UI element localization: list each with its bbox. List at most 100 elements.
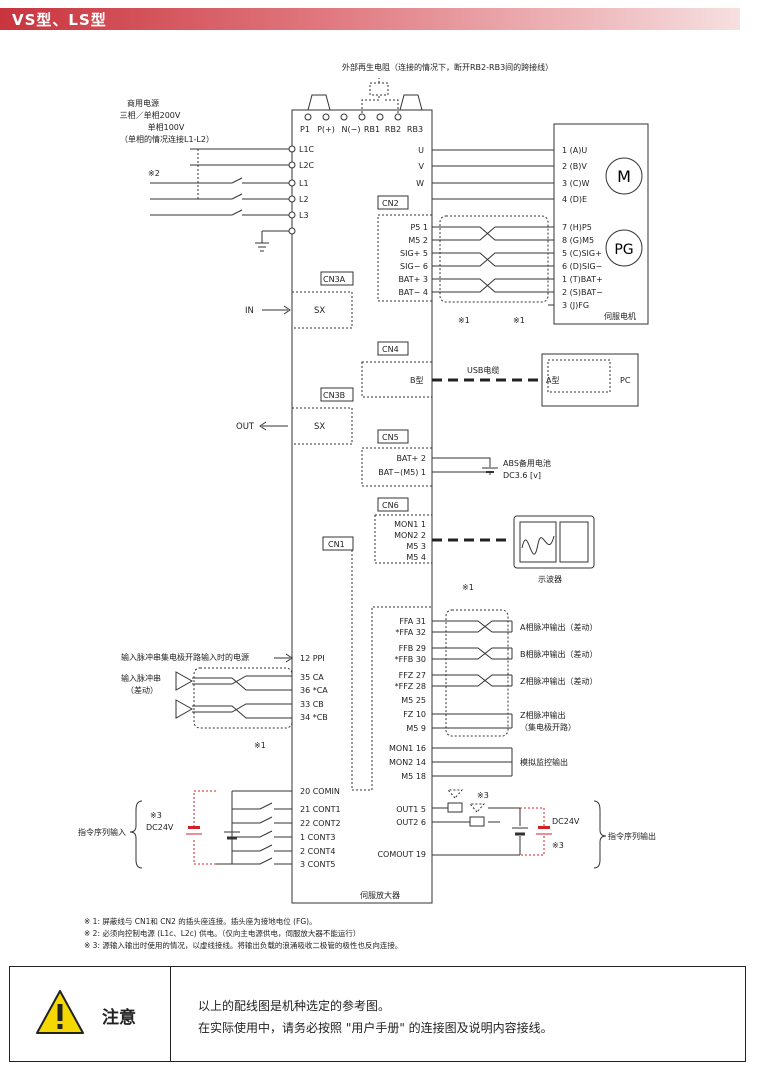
power-source-line: 单相100V: [148, 122, 185, 132]
in-label: IN: [245, 306, 254, 316]
cn5-pin: BAT+ 2: [396, 454, 426, 463]
cn3a-box: [320, 271, 354, 286]
power-terminal: L2: [299, 195, 309, 204]
oscilloscope-icon: [513, 515, 595, 569]
pg-symbol: [605, 229, 643, 267]
wiring-diagram: 伺服放大器 外部再生电阻（连接的情况下，断开RB2-RB3间的跨接线） P1 P…: [78, 62, 656, 904]
cn1-out-pin: OUT1 5: [396, 805, 426, 814]
cn6-pin: M5 3: [406, 542, 426, 551]
cn1-in-pin: 22 CONT2: [300, 819, 341, 828]
cn3a-label: CN3A: [323, 275, 346, 284]
cmd-output-brace: [593, 800, 607, 869]
cn2-pin: M5 2: [408, 236, 428, 245]
cn3b-box: [320, 387, 354, 402]
cmd-input-brace: [129, 800, 143, 869]
ppi-arrow: [274, 653, 293, 663]
note1-mark: ※1: [254, 741, 266, 750]
cn1-out-pin: M5 25: [401, 696, 426, 705]
output-dc-source-alt: [520, 807, 545, 856]
regen-resistor-symbol: [369, 82, 389, 96]
pulse-b-output-label: B相脉冲输出（差动）: [520, 649, 598, 659]
battery-label: ABS备用电池: [503, 458, 551, 468]
output-load-1: [447, 802, 463, 813]
in-arrow: [262, 305, 291, 315]
top-connector-shapes: [307, 94, 423, 111]
note1-mark: ※1: [458, 316, 470, 325]
cn1-out-pin: FFA 31: [399, 617, 426, 626]
out-label: OUT: [236, 422, 255, 432]
cn1-out-pin: M5 9: [406, 724, 426, 733]
pg-label: PG: [614, 242, 633, 258]
caution-left-panel: 注意: [10, 967, 171, 1061]
cn1-label: CN1: [328, 540, 345, 549]
pg-pin: 5 (C)SIG+: [562, 249, 602, 258]
footnote: ※ 3: 源输入输出时使用的情况，以虚线接线。将输出负载的浪涌吸收二极管的极性也…: [84, 941, 403, 950]
note2-mark: ※2: [148, 169, 160, 178]
cn5-box: [377, 429, 409, 444]
battery-wiring: [432, 457, 491, 475]
encoder-lines: [432, 226, 554, 306]
cn2-dashed-region: [377, 214, 433, 302]
cn2-pin: BAT+ 3: [398, 275, 428, 284]
power-source-line: 三相／单相200V: [120, 110, 181, 120]
oscilloscope-screen: [519, 521, 557, 563]
cn1-out-pin: FZ 10: [403, 710, 426, 719]
motor-pin: 4 (D)E: [562, 195, 587, 204]
cn6-pin: MON2 2: [394, 531, 426, 540]
power-terminal: L3: [299, 211, 309, 220]
header-bar: VS型、LS型: [0, 8, 740, 30]
cn1-out-pin: OUT2 6: [396, 818, 426, 827]
pulse-output-lines: [432, 620, 513, 777]
oscilloscope-wave: [521, 535, 555, 555]
cn2-pin: SIG+ 5: [400, 249, 428, 258]
motor-terminal: W: [416, 179, 424, 188]
footnote: ※ 2: 必须向控制电源 (L1c、L2c) 供电。（仅向主电源供电，伺服放大器…: [84, 929, 361, 938]
warning-icon: [36, 990, 84, 1034]
pc-inner: [547, 359, 611, 393]
caution-line: 以上的配线图是机种选定的参考图。: [198, 999, 391, 1013]
encoder-cable-shield: [439, 215, 549, 303]
cn1-in-pin: 20 COMIN: [300, 787, 340, 796]
top-terminal: N(−): [342, 125, 361, 134]
pg-pin: 1 (T)BAT+: [562, 275, 603, 284]
output-circuit: [432, 807, 521, 856]
cn6-pin: M5 4: [406, 553, 426, 562]
top-terminal: RB1: [364, 125, 380, 134]
note3-mark: ※3: [150, 811, 162, 820]
a-type-label: A型: [546, 376, 559, 385]
cn3b-label: CN3B: [323, 391, 345, 400]
cn1-in-pin: 33 CB: [300, 700, 324, 709]
cn1-out-pin: FFB 29: [399, 644, 426, 653]
cn1-out-pin: *FFA 32: [395, 628, 426, 637]
pc-box: [541, 353, 639, 407]
pg-pin: 7 (H)P5: [562, 223, 592, 232]
battery-voltage: DC3.6 [v]: [503, 471, 541, 480]
cn2-pin: SIG− 6: [400, 262, 428, 271]
oscilloscope-panel: [559, 521, 589, 563]
motor-terminal: U: [418, 146, 424, 155]
servo-motor-label: 伺服电机: [604, 311, 636, 321]
power-source-line: 商用电源: [127, 98, 159, 108]
cn1-in-pin: 2 CONT4: [300, 847, 335, 856]
top-terminal-circles: [304, 113, 402, 121]
cn1-dashed-frame: [351, 550, 432, 791]
cn1-out-pin: COMOUT 19: [377, 850, 426, 859]
cn1-out-pin: M5 18: [401, 772, 426, 781]
top-terminal: P1: [300, 125, 310, 134]
cn3b-port: [291, 407, 353, 445]
power-lines: [150, 148, 292, 252]
cn1-in-pin: 34 *CB: [300, 713, 328, 722]
note1-mark: ※1: [513, 316, 525, 325]
cn1-out-pin: FFZ 27: [399, 671, 426, 680]
motor-symbol: [605, 157, 643, 195]
input-dc24v-label: DC24V: [146, 823, 174, 832]
caution-title: 注意: [102, 1008, 136, 1028]
usb-cable-label: USB电缆: [467, 365, 499, 375]
output-load-2: [469, 816, 485, 827]
cn2-pin: BAT− 4: [398, 288, 428, 297]
cn1-in-pin: 35 CA: [300, 673, 324, 682]
cn1-out-pin: MON2 14: [389, 758, 426, 767]
note3-mark: ※3: [477, 791, 489, 800]
cn3b-sx: SX: [314, 422, 325, 432]
power-terminal: L1: [299, 179, 309, 188]
